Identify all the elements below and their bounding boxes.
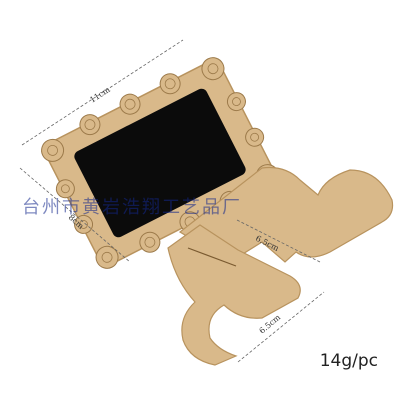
dim-line-stand-side (237, 291, 325, 363)
stand-piece-lower (167, 224, 301, 366)
dim-line-width (21, 39, 184, 146)
stand-piece-upper (178, 166, 394, 263)
dim-line-stand-top (236, 219, 321, 263)
stand-slot (187, 247, 237, 267)
dim-label-width: 11cm (88, 85, 112, 105)
chalkboard-surface (74, 88, 246, 238)
watermark-text: 台州市黄岩浩翔工艺品厂 (22, 197, 242, 218)
dimension-lines (19, 39, 325, 363)
dim-line-height (19, 167, 131, 263)
chalkboard-tag (41, 57, 279, 269)
weight-label: 14g/pc (319, 351, 378, 371)
